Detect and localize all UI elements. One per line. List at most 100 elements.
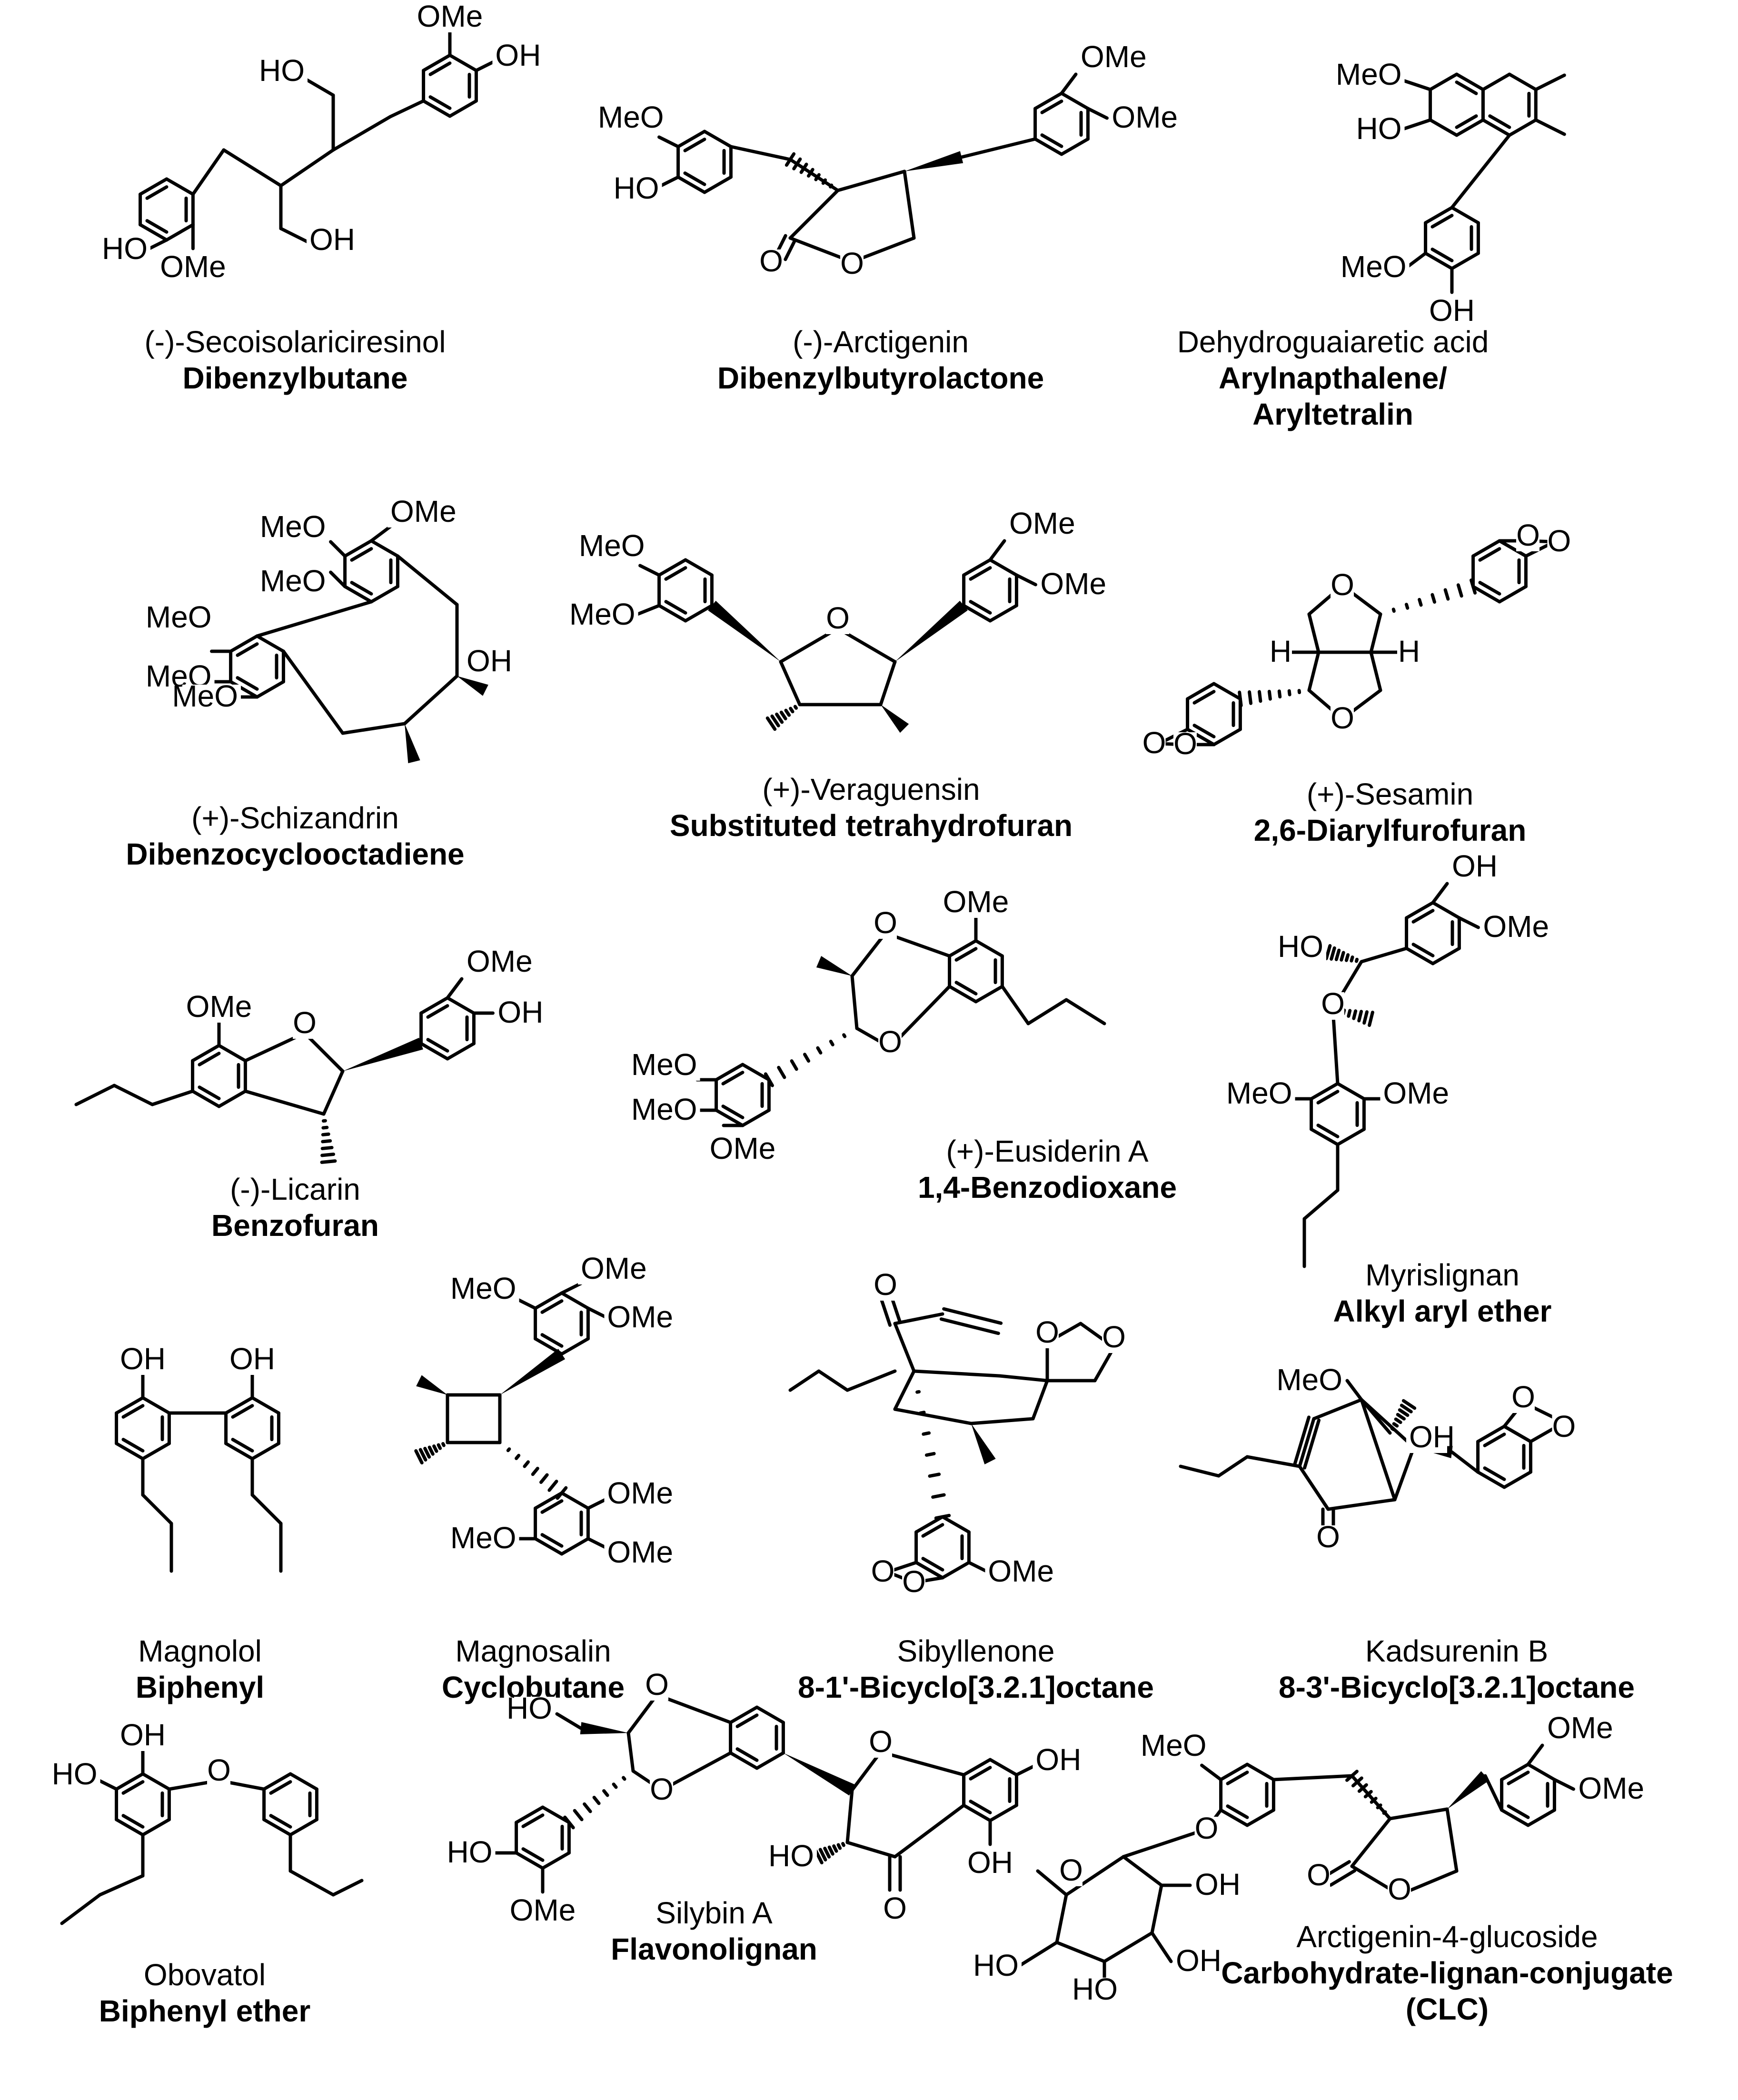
bond [914, 1561, 944, 1580]
bond [269, 1814, 292, 1829]
bond [1040, 100, 1063, 114]
bond [974, 985, 1004, 1004]
bond [1219, 1762, 1249, 1782]
atom-label: O [1331, 701, 1354, 735]
bond [515, 1805, 545, 1824]
bond [974, 939, 1004, 958]
compound-class: Benzofuran [211, 1208, 379, 1243]
bond [790, 1059, 798, 1071]
bond [1122, 1855, 1163, 1887]
bond [198, 1052, 221, 1066]
bond [560, 1537, 590, 1556]
bond [1445, 1807, 1459, 1873]
bond [255, 634, 285, 653]
bond [98, 1874, 145, 1897]
bond [1226, 1804, 1249, 1819]
atom-label: MeO [172, 679, 238, 713]
atom-label: HO [1072, 1972, 1118, 2006]
bond [821, 178, 827, 185]
atom-label: OH [1452, 849, 1498, 883]
bond [426, 1004, 449, 1019]
bond [922, 1431, 931, 1436]
atom-label: O [1552, 1409, 1576, 1443]
bond [303, 1031, 345, 1073]
bond [1396, 1413, 1406, 1421]
wedge-bond [343, 1037, 423, 1071]
compound-class: Aryltetralin [1252, 397, 1413, 431]
bond [775, 712, 784, 724]
bond [1430, 214, 1454, 229]
bond [721, 1071, 745, 1085]
bond [1405, 946, 1435, 965]
compound-name: (+)-Veraguensin [762, 772, 980, 806]
bond [1122, 1827, 1209, 1859]
bond [1245, 1808, 1275, 1827]
bond [534, 1537, 564, 1556]
bond [1552, 1778, 1575, 1791]
bond [879, 1750, 966, 1777]
compound-name: Kadsurenin B [1365, 1634, 1548, 1668]
atom-label: O [874, 906, 897, 940]
bond [115, 1396, 145, 1415]
bond [1431, 901, 1461, 920]
bond [1508, 118, 1538, 137]
bond [893, 1407, 973, 1425]
bond [788, 1369, 821, 1392]
bond [1507, 1804, 1530, 1819]
bond [423, 1446, 431, 1459]
bond [198, 1085, 221, 1100]
atom-label: OH [497, 995, 543, 1029]
bond [934, 1513, 951, 1520]
atom-label: HO [973, 1948, 1019, 1982]
bond [960, 137, 1037, 159]
bond [331, 115, 392, 152]
bond [1017, 1941, 1059, 1968]
bond [1345, 1770, 1359, 1782]
bond [1031, 1379, 1049, 1421]
bond [1064, 998, 1106, 1025]
bond [281, 649, 345, 735]
atom-label: O [1102, 1320, 1126, 1354]
bond [729, 1751, 759, 1770]
bond [1526, 1743, 1544, 1766]
bond [141, 1396, 171, 1415]
atom-label: OMe [186, 989, 252, 1024]
bond [1400, 118, 1432, 131]
bond [139, 223, 169, 242]
compound-class: Alkyl aryl ether [1333, 1294, 1552, 1328]
bond [165, 177, 195, 196]
bond [1483, 1774, 1504, 1812]
bond [1502, 1470, 1532, 1489]
bond [1500, 1762, 1530, 1782]
bond [1302, 1188, 1340, 1221]
bond [1200, 1763, 1223, 1782]
bond [547, 1480, 558, 1492]
bond [112, 1084, 154, 1106]
bond [1456, 583, 1463, 598]
bond [422, 53, 452, 72]
bond [534, 1291, 564, 1310]
bond [231, 1438, 254, 1453]
bond [1360, 1398, 1397, 1502]
bond [829, 1039, 834, 1046]
atom-label: O [874, 1267, 897, 1302]
bond [676, 175, 706, 194]
atom-label: O [871, 1554, 895, 1588]
bond [962, 1758, 992, 1777]
bond [793, 705, 798, 710]
atom-label: MeO [569, 597, 636, 631]
bond [1360, 1398, 1392, 1435]
bond [115, 1772, 145, 1791]
atom-label: O [1316, 1520, 1340, 1554]
compound-class: Biphenyl [136, 1670, 264, 1704]
atom-label: O [1511, 1380, 1535, 1414]
wedge-bond [1447, 1771, 1490, 1809]
bond [224, 1396, 254, 1415]
bond [1326, 1498, 1397, 1511]
bond [969, 566, 992, 581]
bond [764, 1072, 774, 1087]
bond [121, 1404, 145, 1419]
bond [622, 1776, 626, 1781]
